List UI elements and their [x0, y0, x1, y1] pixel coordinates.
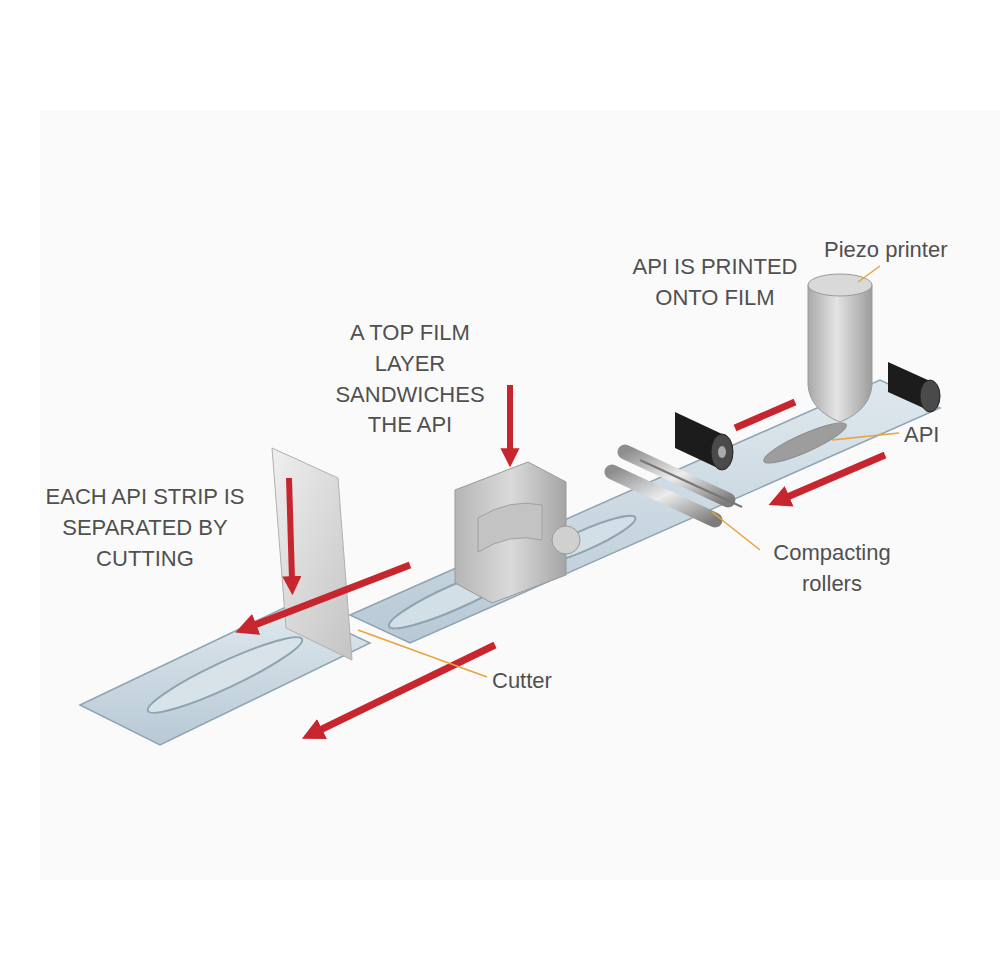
piezo-printer [808, 285, 872, 422]
piezo-printer-top [808, 274, 872, 296]
roller-hub [718, 446, 726, 458]
press-opening [478, 503, 542, 552]
step-note: API IS PRINTED ONTO FILM [620, 252, 810, 314]
step-note: EACH API STRIP IS SEPARATED BY CUTTING [45, 482, 245, 574]
compacting-roller [612, 472, 715, 520]
printed-api [760, 416, 850, 469]
flow-arrow [735, 402, 795, 428]
film-roller-end [920, 380, 940, 412]
cutter-blade [272, 448, 352, 660]
press-knob [552, 526, 580, 554]
background-panel [40, 110, 1000, 880]
leader-line [832, 433, 899, 440]
leader-line [358, 630, 487, 677]
part-name: Piezo printer [824, 235, 948, 266]
flow-arrow [785, 455, 885, 498]
flow-arrow [252, 565, 410, 626]
api-pocket [142, 627, 307, 722]
leader-line [712, 512, 760, 550]
flow-arrow [289, 478, 292, 580]
step-note: A TOP FILM LAYER SANDWICHES THE API [330, 318, 490, 441]
leader-line [858, 266, 880, 282]
part-name: Compacting rollers [762, 538, 902, 600]
flow-arrow [318, 645, 495, 731]
flow-arrow [507, 385, 513, 452]
film-roller-end [711, 434, 733, 470]
part-name: API [904, 420, 939, 451]
sandwich-press [455, 462, 566, 603]
part-name: Cutter [492, 666, 552, 697]
